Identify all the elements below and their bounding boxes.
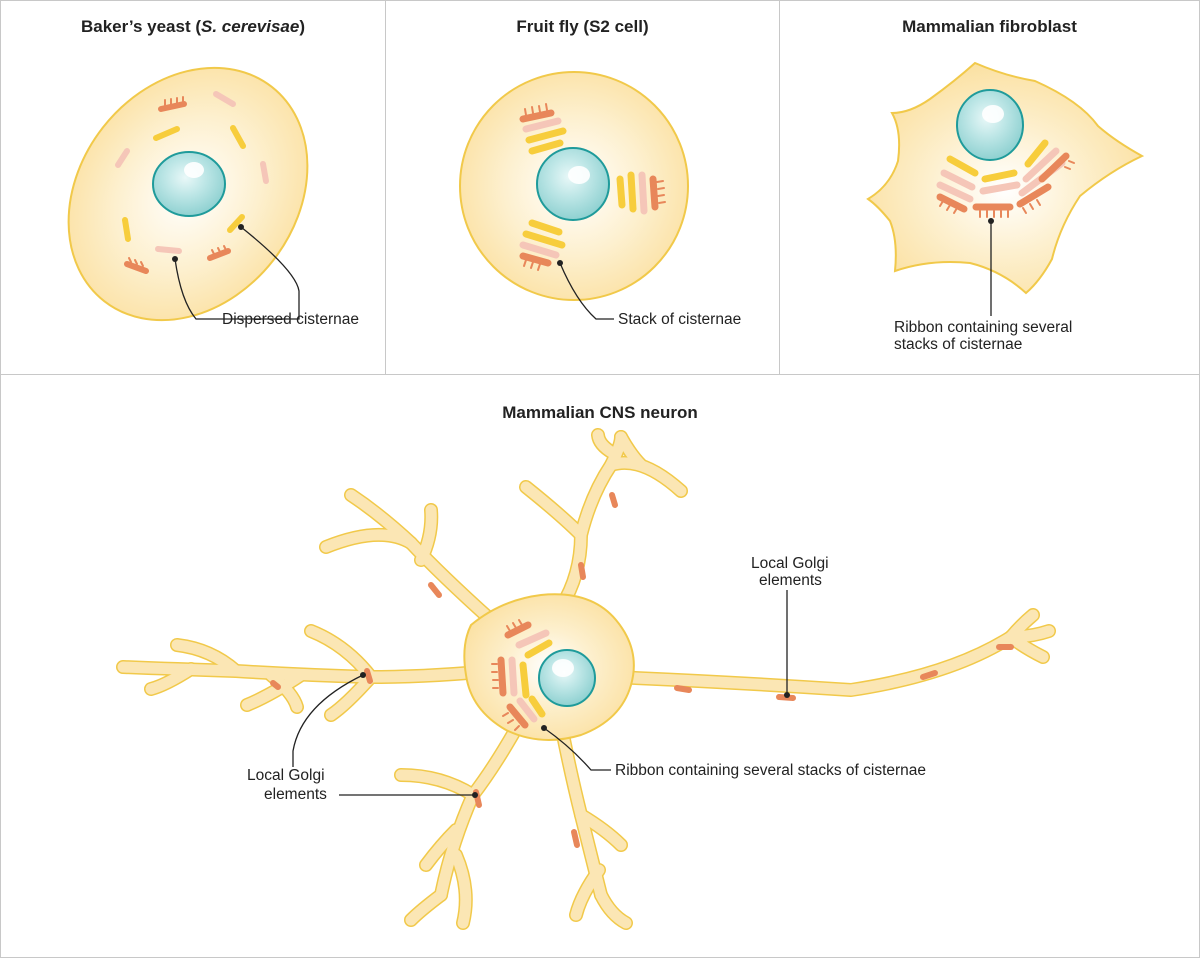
- fly-leader: [559, 262, 614, 320]
- neuron-dendrite-label-line1: Local Golgi: [247, 767, 325, 784]
- panel-neuron: Mammalian CNS neuron: [0, 374, 1200, 958]
- fly-illustration: [459, 71, 689, 320]
- neuron-processes: [116, 428, 1056, 930]
- yeast-illustration: [67, 66, 309, 322]
- yeast-label: Dispersed cisternae: [222, 311, 359, 328]
- fly-golgi-stacks: [519, 103, 666, 271]
- fly-title: Fruit fly (S2 cell): [516, 17, 649, 36]
- fibroblast-title: Mammalian fibroblast: [902, 17, 1077, 36]
- fibroblast-illustration: [866, 61, 1145, 316]
- fibroblast-golgi-ribbon: [936, 139, 1075, 218]
- fibroblast-nucleus: [956, 89, 1024, 161]
- panel-fruit-fly: Fruit fly (S2 cell): [385, 0, 780, 375]
- fibroblast-label-line2: stacks of cisternae: [894, 336, 1023, 353]
- neuron-illustration: [116, 428, 1056, 930]
- panel-fibroblast: Mammalian fibroblast: [779, 0, 1200, 375]
- panel-yeast: Baker’s yeast (S. cerevisae): [0, 0, 386, 375]
- neuron-axon-label-line1: Local Golgi: [751, 555, 829, 572]
- neuron-title: Mammalian CNS neuron: [502, 403, 698, 422]
- fly-label: Stack of cisternae: [618, 311, 742, 328]
- neuron-nucleus: [538, 649, 596, 707]
- yeast-title: Baker’s yeast (S. cerevisae): [80, 17, 305, 36]
- fly-nucleus: [536, 147, 610, 221]
- yeast-leaders: [174, 226, 300, 320]
- yeast-nucleus: [152, 151, 226, 217]
- neuron-leaders: [292, 590, 788, 796]
- neuron-dendrite-label-line2: elements: [264, 786, 327, 803]
- fibroblast-label-line1: Ribbon containing several: [894, 319, 1073, 336]
- neuron-golgi-ribbon: [491, 619, 553, 731]
- neuron-axon-label-line2: elements: [759, 572, 822, 589]
- yeast-cisternae: [115, 91, 269, 274]
- neuron-soma-label: Ribbon containing several stacks of cist…: [615, 762, 927, 779]
